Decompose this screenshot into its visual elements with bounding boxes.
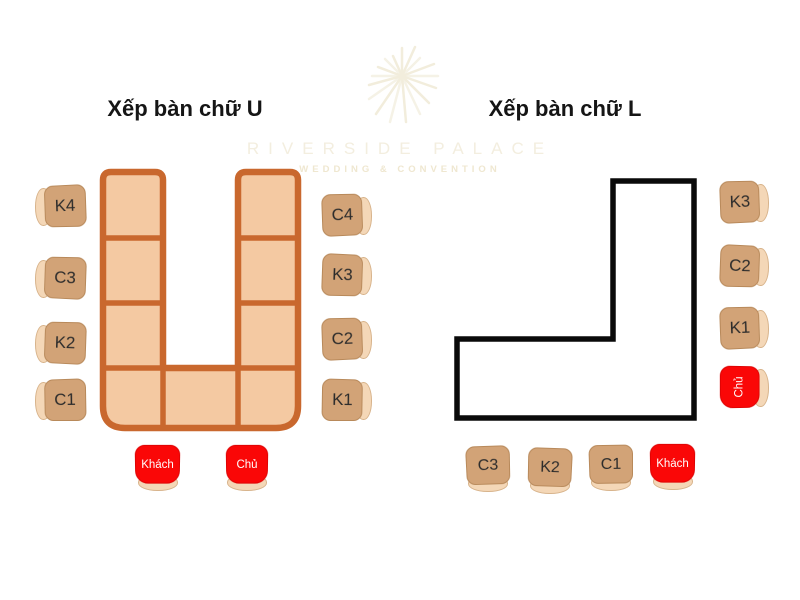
chair-seat: C1	[588, 444, 634, 484]
chair-l-c1: C1	[588, 444, 634, 491]
chair-label: Chủ	[734, 376, 746, 398]
chair-label: C1	[600, 455, 622, 473]
chair-u-c1: C1	[35, 378, 87, 422]
chair-label: Khách	[656, 457, 689, 470]
chair-seat: Khách	[649, 443, 696, 483]
chair-u-c2: C2	[321, 317, 372, 362]
chair-label: C1	[54, 389, 77, 410]
brand-watermark: RIVERSIDE PALACE	[246, 139, 554, 158]
chair-seat: K1	[321, 378, 363, 422]
chair-u-c3: C3	[35, 256, 87, 301]
chair-seat: K4	[43, 183, 87, 228]
chair-label: K4	[54, 195, 76, 216]
chair-l-k3: K3	[719, 180, 769, 225]
chair-label: K3	[331, 264, 354, 285]
chair-l-c3: C3	[465, 445, 511, 492]
chair-u-c4: C4	[321, 193, 372, 238]
chair-label: C3	[53, 267, 77, 288]
chair-seat: K3	[719, 180, 761, 225]
chair-label: K3	[729, 191, 751, 212]
chair-seat: K3	[321, 252, 364, 297]
u-table-outline	[99, 168, 302, 432]
chair-u-khach: Khách	[134, 444, 181, 491]
chair-l-chu: Chủ	[719, 365, 769, 409]
chair-seat: C2	[719, 243, 761, 288]
chair-seat: C1	[44, 378, 87, 422]
chair-seat: C3	[465, 445, 511, 486]
chair-seat: C3	[43, 256, 87, 301]
chair-u-k2: K2	[35, 321, 87, 366]
l-table	[454, 178, 697, 421]
chair-u-k3: K3	[321, 252, 372, 297]
chair-seat: Chủ	[225, 444, 269, 484]
chair-seat: Khách	[134, 444, 181, 484]
chair-u-k1: K1	[321, 378, 372, 422]
chair-l-khach: Khách	[649, 443, 696, 490]
chair-u-k4: K4	[35, 183, 87, 228]
chair-label: Chủ	[236, 458, 258, 471]
l-table-outline	[454, 178, 697, 421]
chair-l-k2: K2	[527, 447, 573, 494]
chair-label: K1	[331, 389, 353, 410]
chair-label: K2	[539, 458, 561, 476]
chair-label: C2	[728, 255, 752, 276]
starburst-logo-icon	[367, 45, 440, 124]
chair-label: Khách	[141, 458, 174, 471]
chair-seat: C4	[321, 193, 364, 238]
chair-label: C3	[477, 456, 499, 474]
chair-seat: K1	[719, 306, 761, 351]
chair-u-chu: Chủ	[225, 444, 269, 491]
chair-label: K2	[54, 332, 76, 353]
chair-label: C4	[331, 204, 354, 225]
chair-label: C2	[331, 328, 354, 349]
chair-seat: K2	[527, 447, 573, 488]
chair-label: K1	[729, 317, 751, 338]
brand-tagline: WEDDING & CONVENTION	[299, 164, 501, 175]
chair-seat: C2	[321, 317, 364, 362]
chair-l-c2: C2	[719, 243, 769, 288]
u-diagram-title: Xếp bàn chữ U	[107, 96, 263, 121]
chair-seat: Chủ	[719, 365, 760, 409]
chair-seat: K2	[43, 321, 87, 366]
l-diagram-title: Xếp bàn chữ L	[488, 96, 642, 121]
u-table-grid	[103, 235, 298, 428]
u-table	[99, 168, 302, 432]
chair-l-k1: K1	[719, 306, 769, 351]
